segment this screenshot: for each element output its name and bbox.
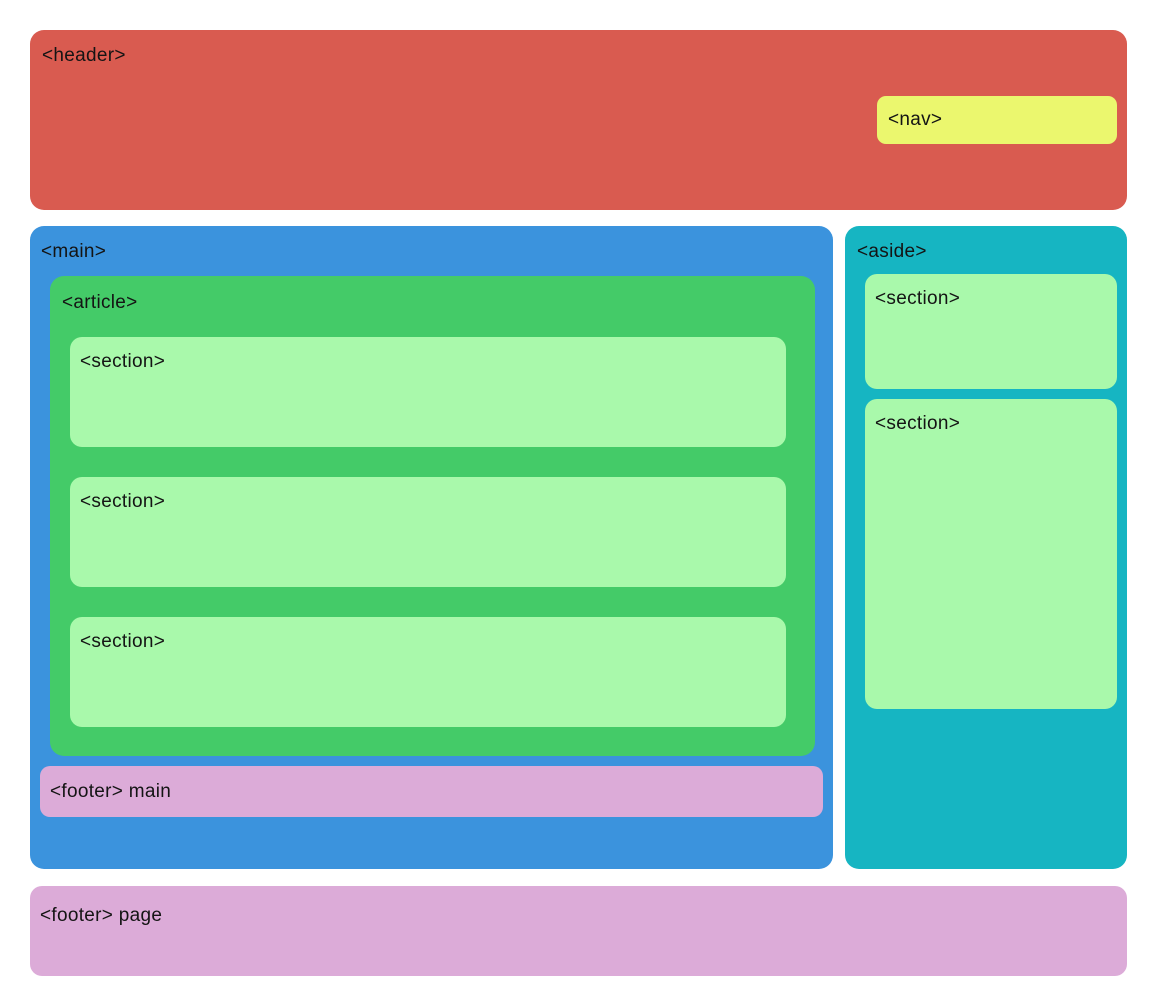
main-footer-label: <footer> main (50, 780, 172, 802)
page-footer-label: <footer> page (40, 905, 163, 926)
section-label: <section> (80, 631, 166, 652)
article-label: <article> (62, 292, 138, 313)
middle-row: <main> <article> <section> <section> <se… (30, 226, 1127, 869)
page-footer-block: <footer> page (30, 886, 1127, 976)
main-label: <main> (41, 241, 107, 262)
header-label: <header> (42, 45, 126, 66)
aside-label: <aside> (857, 241, 927, 262)
nav-label: <nav> (888, 109, 943, 130)
article-section-1: <section> (70, 337, 786, 447)
article-section-3: <section> (70, 617, 786, 727)
main-block: <main> <article> <section> <section> <se… (30, 226, 833, 869)
aside-section-2: <section> (865, 399, 1117, 709)
section-label: <section> (875, 288, 961, 309)
section-label: <section> (80, 351, 166, 372)
aside-block: <aside> <section> <section> (845, 226, 1127, 869)
article-section-2: <section> (70, 477, 786, 587)
section-label: <section> (875, 413, 961, 434)
header-block: <header> <nav> (30, 30, 1127, 210)
nav-block: <nav> (877, 96, 1117, 144)
aside-section-1: <section> (865, 274, 1117, 389)
article-block: <article> <section> <section> <section> (50, 276, 815, 756)
main-footer-block: <footer> main (40, 766, 823, 817)
section-label: <section> (80, 491, 166, 512)
